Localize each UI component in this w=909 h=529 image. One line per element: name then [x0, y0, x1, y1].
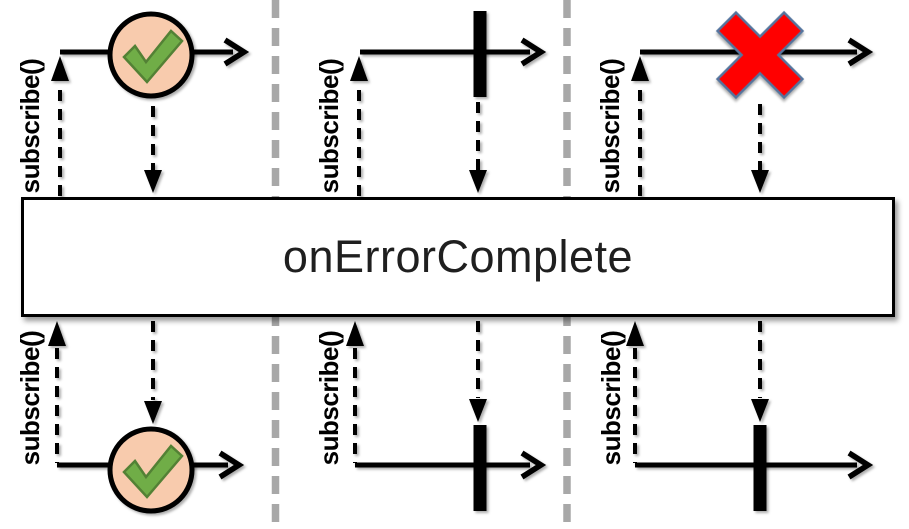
- subscribe-label-bottom-middle: subscribe(): [313, 330, 344, 466]
- panel2-input-timeline: [360, 37, 547, 67]
- check-circle-icon: [110, 14, 192, 96]
- up-arrowhead-icon: [51, 56, 69, 81]
- subscribe-label-bottom-left: subscribe(): [14, 330, 45, 466]
- down-arrowhead-icon: [144, 170, 162, 193]
- up-arrowhead-icon: [626, 321, 644, 346]
- right-arrowhead-icon: [218, 450, 245, 480]
- up-arrowhead-icon: [48, 321, 66, 346]
- down-arrowhead-icon: [144, 401, 162, 424]
- panel2-output-subscribe-arrow: [346, 321, 364, 463]
- panel3-input-event-arrow: [751, 104, 769, 193]
- complete-bar-icon: [473, 425, 487, 511]
- check-circle-icon: [110, 429, 192, 511]
- operator-box: onErrorComplete: [21, 197, 895, 317]
- panel2-output-timeline: [355, 450, 547, 480]
- right-arrowhead-icon: [223, 37, 250, 67]
- panel3-output-event-arrow: [751, 321, 769, 422]
- down-arrowhead-icon: [469, 170, 487, 193]
- up-arrowhead-icon: [346, 321, 364, 346]
- complete-bar-icon: [753, 425, 767, 511]
- operator-name: onErrorComplete: [282, 231, 634, 282]
- panel2-input-subscribe-arrow: [350, 56, 368, 196]
- panel3-output-timeline: [635, 450, 874, 480]
- panel1-input-event-arrow: [144, 106, 162, 193]
- panel1-output-event-arrow: [144, 321, 162, 424]
- complete-bar-icon: [473, 11, 487, 97]
- up-arrowhead-icon: [631, 56, 649, 81]
- down-arrowhead-icon: [751, 170, 769, 193]
- down-arrowhead-icon: [751, 399, 769, 422]
- subscribe-label-bottom-right: subscribe(): [595, 330, 626, 466]
- subscribe-label-top-middle: subscribe(): [313, 58, 344, 194]
- subscribe-label-top-right: subscribe(): [594, 58, 625, 194]
- right-arrowhead-icon: [847, 37, 874, 67]
- panel1-input-subscribe-arrow: [51, 56, 69, 196]
- panel1-output-subscribe-arrow: [48, 321, 66, 463]
- panel3-output-subscribe-arrow: [626, 321, 644, 463]
- down-arrowhead-icon: [469, 399, 487, 422]
- subscribe-label-top-left: subscribe(): [14, 58, 45, 194]
- right-arrowhead-icon: [520, 37, 547, 67]
- error-x-icon: [715, 10, 805, 100]
- error-x-shape: [715, 10, 805, 100]
- right-arrowhead-icon: [847, 450, 874, 480]
- panel2-input-event-arrow: [469, 102, 487, 193]
- up-arrowhead-icon: [350, 56, 368, 81]
- panel3-input-subscribe-arrow: [631, 56, 649, 196]
- panel2-output-event-arrow: [469, 321, 487, 422]
- right-arrowhead-icon: [520, 450, 547, 480]
